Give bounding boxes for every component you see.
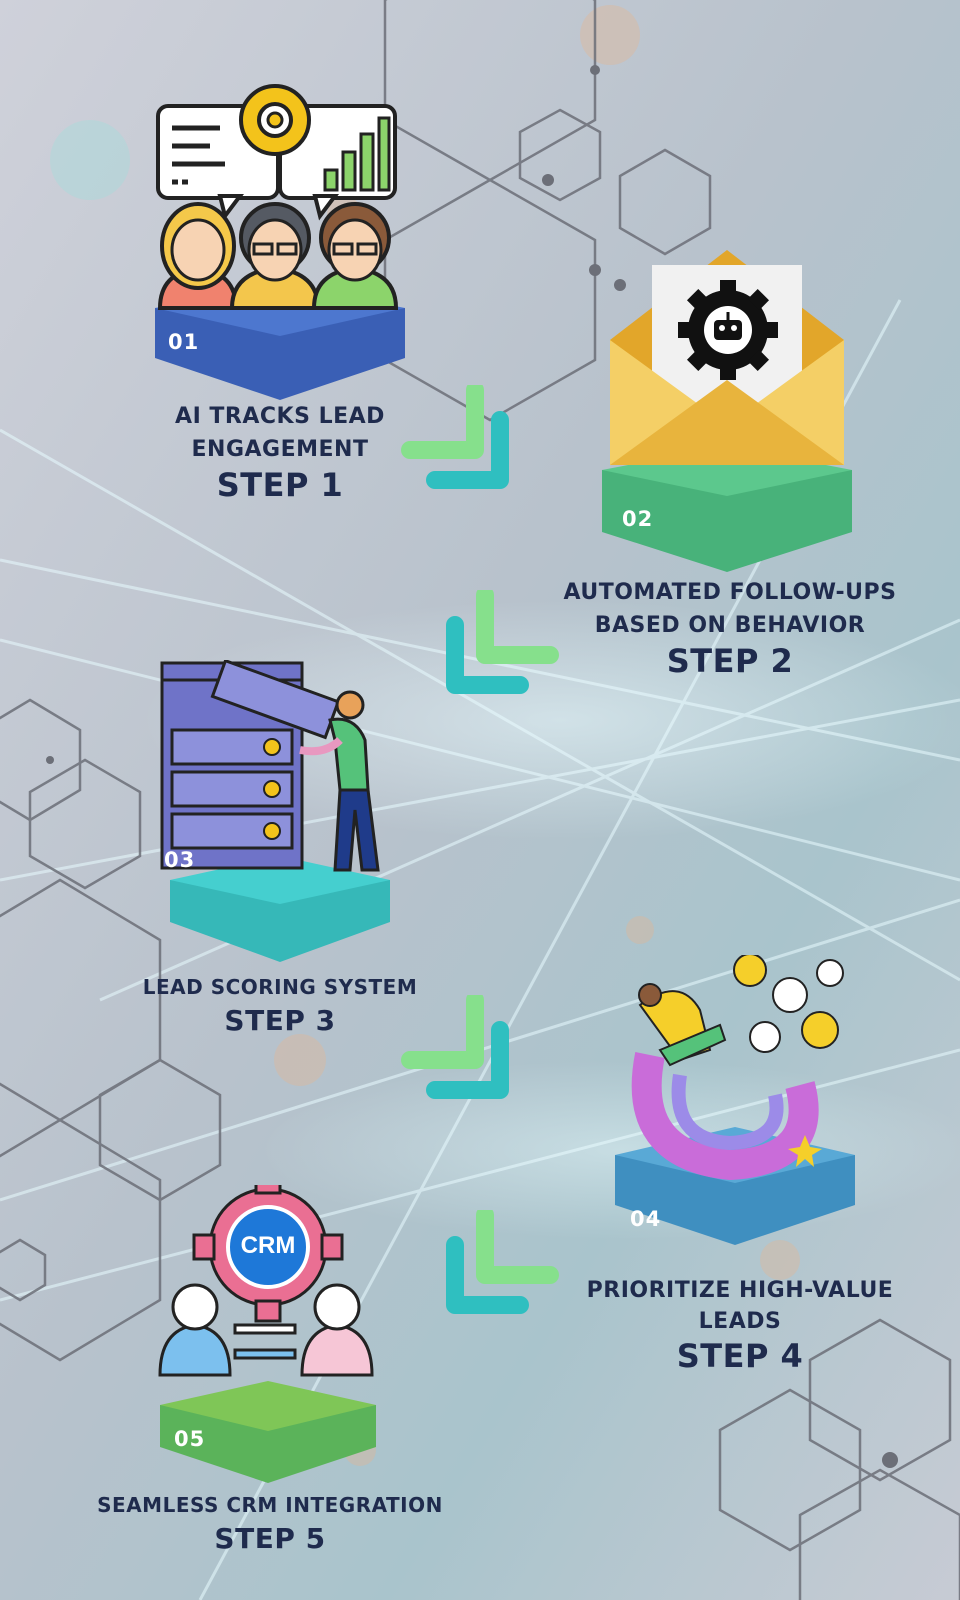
step-5: CRM 05 SEAMLESS CRM INTEGRATION STEP 5	[97, 1185, 442, 1555]
step-1: 01 AI TRACKS LEAD ENGAGEMENT STEP 1	[150, 78, 410, 508]
step-caption: AUTOMATED FOLLOW-UPS BASED ON BEHAVIOR S…	[540, 576, 920, 680]
step-number: 01	[168, 330, 200, 354]
step-number: 05	[174, 1427, 206, 1451]
step-3: 03 LEAD SCORING SYSTEM STEP 3	[140, 660, 420, 1040]
leaderboard-person-icon	[160, 660, 390, 962]
step-label: STEP 2	[666, 642, 794, 680]
connector-arrow	[401, 995, 509, 1099]
step-4: 04 PRIORITIZE HIGH-VALUE LEADS STEP 4	[560, 955, 920, 1375]
step-caption: PRIORITIZE HIGH-VALUE LEADS STEP 4	[560, 1275, 920, 1375]
crm-gear-sync-icon	[158, 1185, 376, 1483]
step-caption: LEAD SCORING SYSTEM STEP 3	[130, 972, 430, 1040]
step-title: PRIORITIZE HIGH-VALUE LEADS	[586, 1278, 894, 1334]
step-label: STEP 5	[214, 1522, 326, 1555]
robot-email-icon	[602, 250, 852, 572]
step-title: SEAMLESS CRM INTEGRATION	[97, 1493, 443, 1517]
step-label: STEP 3	[224, 1004, 336, 1037]
connector-arrow	[401, 385, 509, 489]
step-number: 03	[164, 848, 196, 872]
connector-arrow	[446, 590, 559, 694]
step-caption: SEAMLESS CRM INTEGRATION STEP 5	[90, 1490, 450, 1558]
step-title: AI TRACKS LEAD ENGAGEMENT	[175, 404, 385, 462]
step-caption: AI TRACKS LEAD ENGAGEMENT STEP 1	[130, 400, 430, 504]
step-label: STEP 1	[216, 466, 344, 504]
crm-badge: CRM	[240, 1232, 296, 1259]
connector-arrow	[446, 1210, 559, 1314]
team-analytics-icon	[155, 84, 405, 400]
step-number: 04	[630, 1207, 662, 1231]
step-number: 02	[622, 507, 654, 531]
step-title: AUTOMATED FOLLOW-UPS BASED ON BEHAVIOR	[563, 580, 897, 638]
step-title: LEAD SCORING SYSTEM	[142, 975, 418, 999]
step-label: STEP 4	[676, 1337, 804, 1375]
magnet-attract-icon	[615, 955, 855, 1245]
step-2: 02 AUTOMATED FOLLOW-UPS BASED ON BEHAVIO…	[540, 250, 920, 680]
